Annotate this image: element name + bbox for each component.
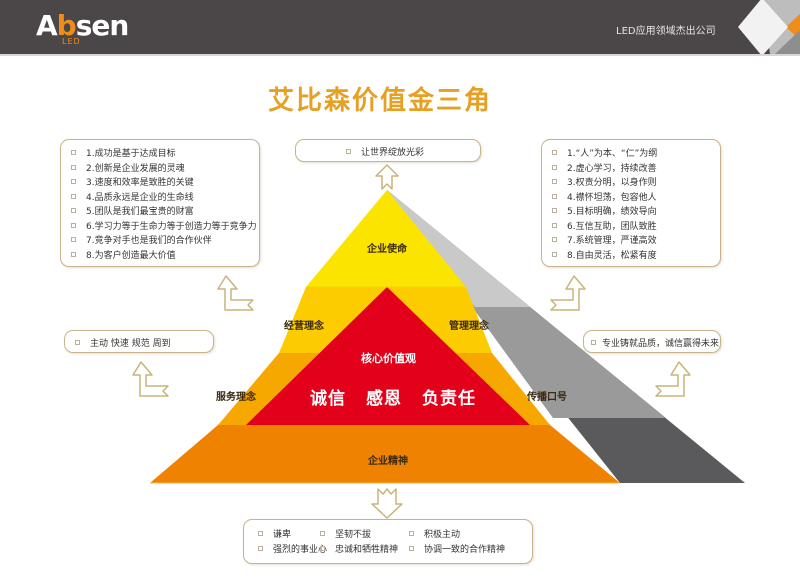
list-item: 2.虚心学习，持续改善 [552, 162, 657, 177]
core-value-integrity: 诚信 [310, 389, 346, 409]
business-philosophy-box: 1.成功是基于达成目标 2.创新是企业发展的灵魂 3.速度和效率是致胜的关键 4… [60, 139, 260, 267]
vision-text: 让世界绽放光彩 [361, 148, 425, 158]
bullet-icon [71, 179, 76, 184]
list-item: 1.“人”为本、“仁”为纲 [552, 147, 657, 162]
pyramid-shadow-light [387, 190, 530, 307]
bullet-icon [552, 179, 557, 184]
header-tagline: LED应用领域杰出公司 [616, 26, 716, 37]
core-values-triangle [246, 287, 530, 425]
list-item: 5.团队是我们最宝贵的财富 [71, 205, 257, 220]
right-upper-bent-arrow-icon [550, 275, 586, 311]
slogan-text: 专业铸就品质，诚信赢得未来 [602, 339, 720, 349]
bullet-icon [71, 164, 76, 170]
list-item: 4.品质永远是企业的生命线 [71, 191, 257, 206]
bullet-icon [75, 340, 80, 345]
list-item: 3.速度和效率是致胜的关键 [71, 176, 257, 191]
list-item: 8.自由灵活，松紧有度 [552, 249, 657, 264]
header-bar [0, 0, 800, 54]
list-item: 2.创新是企业发展的灵魂 [71, 162, 257, 177]
bullet-icon [552, 193, 557, 199]
bullet-icon [552, 164, 557, 170]
management-philosophy-box: 1.“人”为本、“仁”为纲 2.虚心学习，持续改善 3.权责分明，以身作则 4.… [541, 139, 721, 267]
bullet-icon [552, 150, 557, 155]
label-core-values: 核心价值观 [361, 352, 416, 365]
label-corporate-spirit: 企业精神 [368, 456, 408, 467]
bullet-icon [258, 546, 263, 551]
core-value-responsibility: 负责任 [422, 389, 476, 409]
absen-logo: Absen [36, 9, 129, 42]
up-arrow-icon [375, 164, 399, 190]
list-item: 坚韧不拔 [320, 528, 409, 543]
list-item: 协调一致的合作精神 [409, 543, 505, 558]
bullet-icon [591, 340, 596, 345]
list-item: 3.权责分明，以身作则 [552, 176, 657, 191]
spirit-row: 强烈的事业心 忠诚和牺牲精神 协调一致的合作精神 [258, 543, 505, 558]
list-item: 6.学习力等于生命力等于创造力等于竞争力 [71, 220, 257, 235]
list-item: 1.成功是基于达成目标 [71, 147, 257, 162]
bullet-icon [552, 222, 557, 228]
diamond-decoration [700, 0, 800, 54]
bullet-icon [409, 546, 414, 551]
logo-sub-led: LED [62, 37, 81, 46]
list-item: 7.竞争对手也是我们的合作伙伴 [71, 234, 257, 249]
spirit-row: 谦卑 坚韧不拔 积极主动 [258, 528, 505, 543]
page-title: 艾比森价值金三角 [268, 86, 493, 116]
core-value-gratitude: 感恩 [366, 389, 402, 409]
corporate-spirit-box: 谦卑 坚韧不拔 积极主动 强烈的事业心 忠诚和牺牲精神 协调一致的合作精神 [243, 519, 533, 564]
left-upper-bent-arrow-icon [217, 275, 254, 311]
bullet-icon [71, 150, 76, 155]
bullet-icon [552, 237, 557, 242]
core-values-list: 诚信感恩负责任 [300, 384, 486, 409]
list-item: 忠诚和牺牲精神 [320, 543, 409, 558]
bullet-icon [71, 237, 76, 242]
list-item: 强烈的事业心 [258, 543, 327, 558]
pyramid-shadow-mid [387, 190, 666, 418]
bullet-icon [71, 222, 76, 228]
bullet-icon [71, 208, 76, 213]
bullet-icon [320, 531, 325, 536]
label-corporate-mission: 企业使命 [367, 244, 407, 255]
slogan-box: 专业铸就品质，诚信赢得未来 [583, 330, 721, 353]
down-arrow-icon [371, 488, 403, 519]
label-management-philosophy: 管理理念 [449, 321, 489, 332]
label-business-philosophy: 经营理念 [284, 321, 324, 332]
list-item: 积极主动 [409, 528, 460, 543]
bullet-icon [552, 208, 557, 213]
label-communication-slogan: 传播口号 [527, 392, 567, 403]
bullet-icon [71, 251, 76, 257]
list-item: 8.为客户创造最大价值 [71, 249, 257, 264]
right-lower-bent-arrow-icon [655, 361, 691, 397]
list-item: 4.襟怀坦荡，包容他人 [552, 191, 657, 206]
bullet-icon [346, 149, 351, 154]
header-divider [0, 54, 800, 56]
bullet-icon [552, 251, 557, 257]
list-item: 5.目标明确，绩效导向 [552, 205, 657, 220]
left-lower-bent-arrow-icon [132, 361, 169, 397]
list-item: 6.互信互助，团队致胜 [552, 220, 657, 235]
bullet-icon [258, 531, 263, 536]
service-text: 主动 快速 规范 周到 [90, 339, 171, 349]
bullet-icon [409, 531, 414, 536]
label-service-philosophy: 服务理念 [216, 392, 256, 403]
bullet-icon [71, 193, 76, 199]
vision-box: 让世界绽放光彩 [295, 139, 481, 162]
list-item: 7.系统管理，严谨高效 [552, 234, 657, 249]
service-philosophy-box: 主动 快速 规范 周到 [64, 330, 214, 353]
bullet-icon [320, 546, 325, 551]
list-item: 谦卑 [258, 528, 320, 543]
